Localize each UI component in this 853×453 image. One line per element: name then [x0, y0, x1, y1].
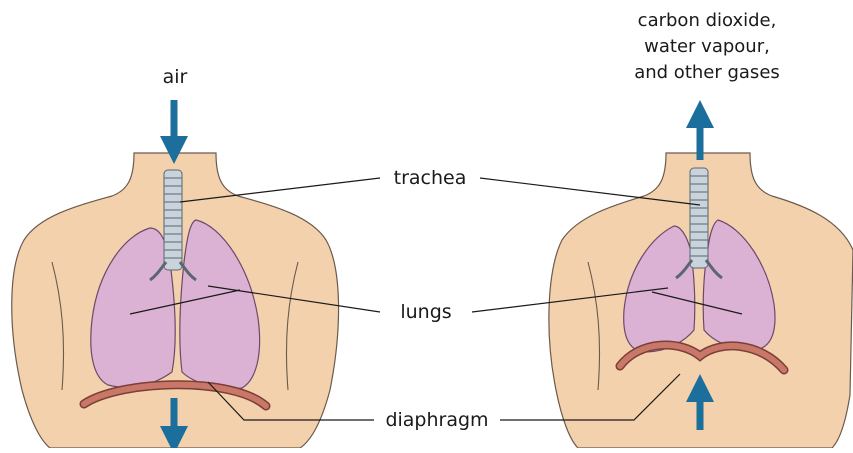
trachea-label: trachea [394, 167, 467, 189]
air-label: air [163, 66, 188, 88]
diaphragm-label: diaphragm [385, 409, 488, 431]
exhale-gases-label-line1: carbon dioxide, [638, 10, 777, 31]
exhale-gases-label-line2: water vapour, [644, 36, 770, 57]
right-figure [549, 114, 853, 448]
lungs-label: lungs [400, 301, 451, 323]
exhale-gases-label-line3: and other gases [634, 62, 780, 83]
left-figure [12, 100, 339, 448]
